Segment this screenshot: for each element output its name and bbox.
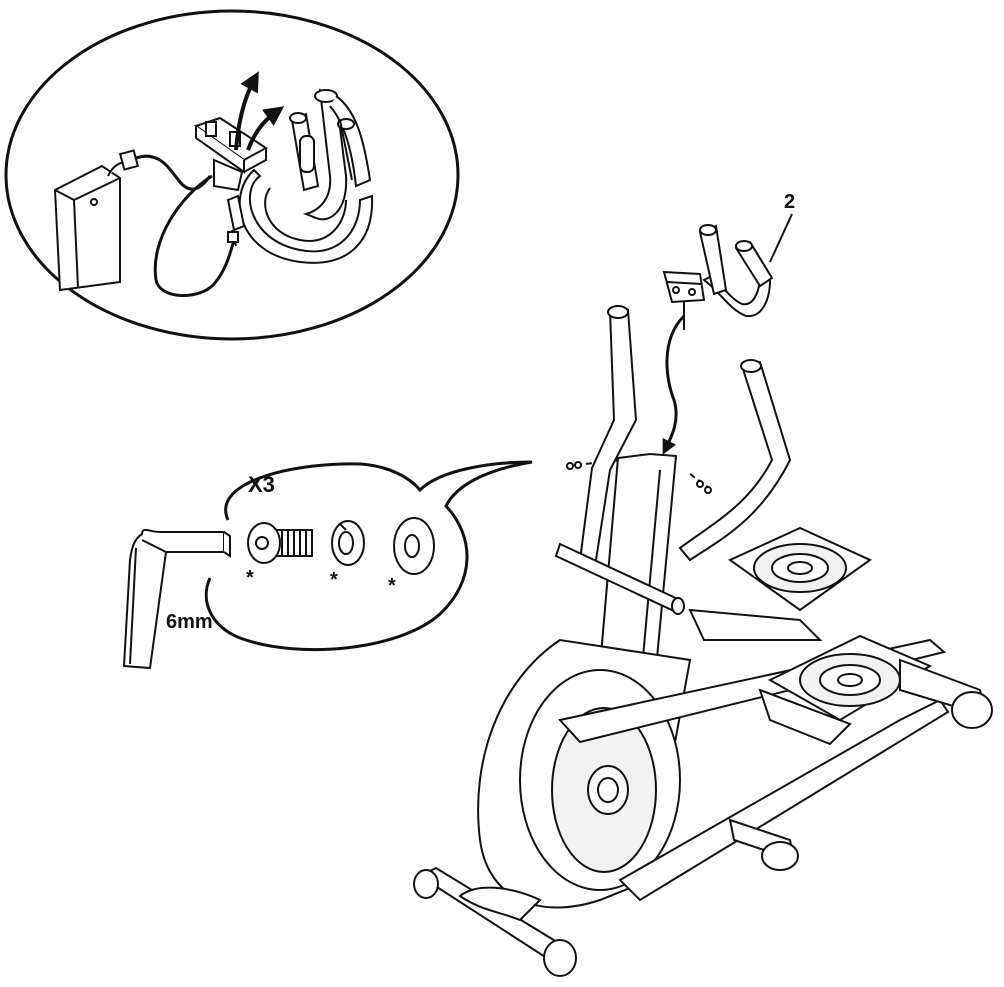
quantity-label: X3 [248, 472, 275, 497]
detail-callout-wiring [4, 9, 460, 341]
elliptical-machine [413, 305, 993, 977]
part-number-label: 2 [784, 191, 795, 213]
arrow-down-icon [662, 314, 686, 455]
hardware-callout-bubble [204, 460, 533, 652]
part-leader-line [769, 213, 793, 263]
hex-key-icon [122, 528, 231, 670]
bolt-asterisk: * [246, 567, 254, 589]
console-cable [153, 174, 236, 297]
lock-washer-asterisk: * [330, 569, 338, 591]
arrow-up-icon [246, 106, 285, 151]
tool-size-label: 6mm [166, 611, 213, 633]
lock-washer-icon [331, 520, 365, 566]
upright-tube [53, 164, 121, 292]
flat-washer-icon [393, 517, 435, 575]
handlebar-loop [238, 88, 374, 264]
button-head-bolt-icon [247, 522, 313, 564]
cable-plug [226, 194, 246, 247]
console-mast-part: 2 [662, 191, 795, 455]
flat-washer-asterisk: * [388, 575, 396, 597]
arrow-up-icon [234, 71, 259, 151]
hardware-callout: X3 6mm * * * [122, 460, 533, 670]
